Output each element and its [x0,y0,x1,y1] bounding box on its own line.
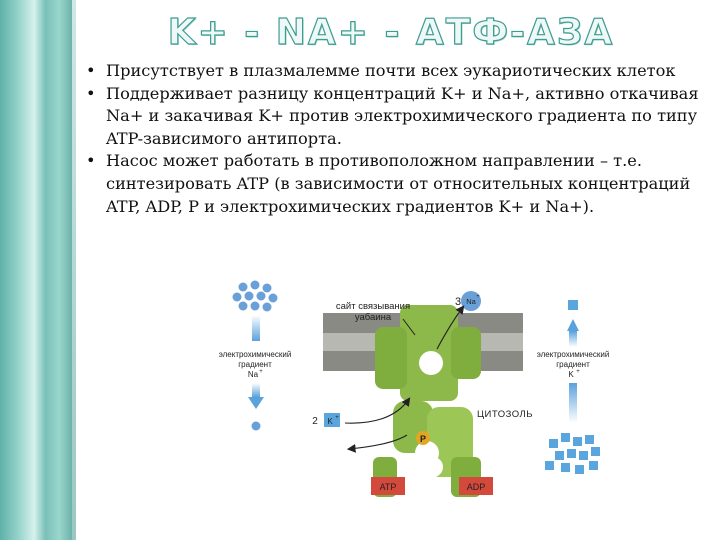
k-entry-arrow [344,397,411,424]
bullet-item: • Присутствует в плазмалемме почти всех … [82,60,712,83]
phosphate-label: P [420,434,426,444]
bullet-item: • Поддерживает разницу концентраций K+ и… [82,83,712,151]
pump-diagram: P сайт связывания уабаина 3 Na + 2 K + Ц… [205,275,635,537]
na-ion-cluster-top [232,280,278,312]
na-ion-symbol: Na [466,297,476,306]
k-gradient-arrow-shaft-top [569,331,577,347]
binding-site-pocket [419,351,443,375]
bullet-item: • Насос может работать в противоположном… [82,150,712,218]
left-gradient-charge: + [259,369,263,375]
left-gradient-ion: Na [248,370,259,379]
k-ion-outside [568,300,578,310]
adp-box [459,477,493,495]
na-count-label: 3 [455,296,461,308]
na-exit-arrow [436,305,465,350]
k-count-label: 2 [312,416,318,427]
right-gradient-label-line1: электрохимический [537,350,610,359]
right-gradient-charge: + [576,369,580,375]
adp-label: ADP [467,482,486,492]
na-gradient-arrowhead [248,397,264,409]
atp-label: ATP [380,482,397,492]
right-gradient-label-line2: градиент [556,360,590,369]
bullet-text: Присутствует в плазмалемме почти всех эу… [106,61,676,80]
k-ion-symbol: K [327,417,333,426]
atp-box [371,477,405,495]
na-ion-charge: + [476,294,480,300]
p-release-arrow [346,434,408,453]
bullet-list: • Присутствует в плазмалемме почти всех … [82,60,712,218]
k-ion-cluster-bottom [545,433,600,474]
na-gradient-arrow-shaft-top [252,315,260,341]
pump-diagram-svg: P сайт связывания уабаина 3 Na + 2 K + Ц… [219,280,610,497]
left-gradient-label-line1: электрохимический [219,350,292,359]
k-ion-icon [324,413,340,427]
k-ion-charge: + [335,415,339,421]
cytosol-label: ЦИТОЗОЛЬ [477,409,533,420]
k-gradient-arrowhead [567,319,579,331]
bullet-marker: • [86,151,96,171]
bullet-text: Поддерживает разницу концентраций K+ и N… [106,83,699,148]
right-gradient-ion: K [568,370,574,379]
bullet-marker: • [86,61,96,80]
binding-site-label-line2: уабаина [355,312,392,323]
side-decoration-strip [0,0,76,540]
na-ion-icon [461,291,481,311]
slide-title: K+ - NA+ - АТФ-АЗА [167,11,615,53]
atp-binding-pocket-2 [423,457,443,477]
bullet-text: Насос может работать в противоположном н… [106,151,691,216]
bullet-marker: • [86,83,96,103]
binding-site-label-line1: сайт связывания [336,301,410,312]
k-gradient-arrow-shaft-bottom [569,383,577,423]
binding-site-pointer [402,318,416,336]
na-ion-inside [251,421,261,431]
na-gradient-arrow-shaft-bottom [252,383,260,397]
left-gradient-label-line2: градиент [238,360,272,369]
phosphate-icon [416,431,430,445]
